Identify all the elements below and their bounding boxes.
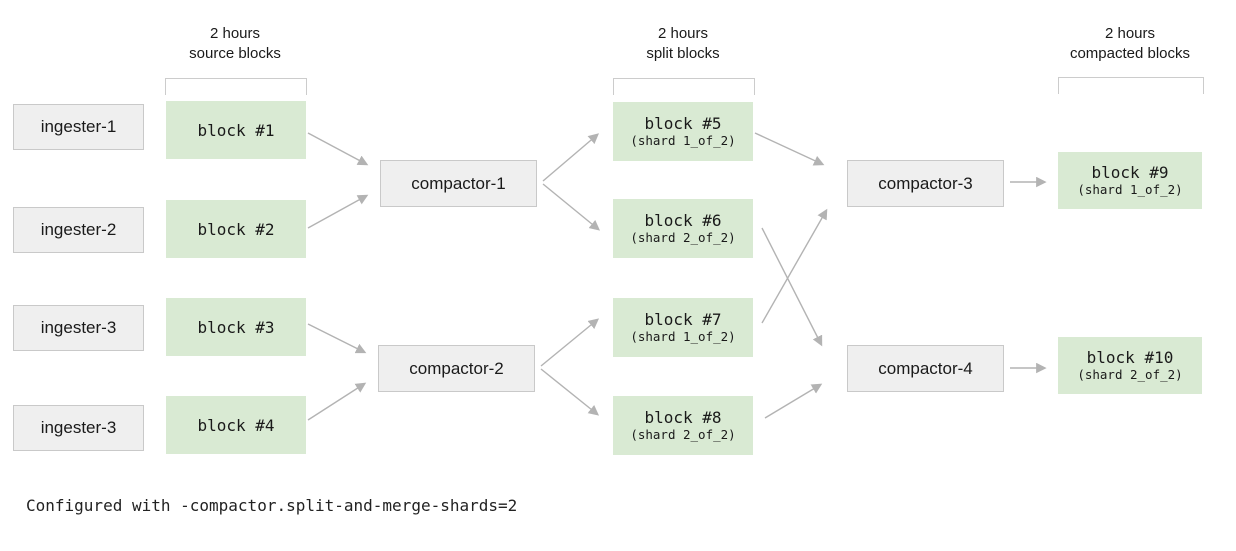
bracket-source-blocks: [165, 78, 307, 95]
ingester-node: ingester-3: [13, 405, 144, 451]
ingester-label: ingester-2: [40, 220, 117, 239]
header-line: 2 hours: [209, 25, 261, 42]
header-line: compacted blocks: [1069, 45, 1191, 62]
block-label: block #10: [1086, 348, 1174, 367]
split-block-node: block #6 (shard 2_of_2): [613, 199, 753, 258]
shard-label: (shard 2_of_2): [630, 427, 736, 442]
block-label: block #5: [644, 114, 722, 133]
split-block-node: block #7 (shard 1_of_2): [613, 298, 753, 357]
shard-label: (shard 1_of_2): [1077, 182, 1183, 197]
header-split-blocks: 2 hours split blocks: [603, 24, 763, 64]
compacted-block-node: block #10 (shard 2_of_2): [1058, 337, 1202, 394]
bracket-compacted-blocks: [1058, 77, 1204, 94]
arrow-block8-compactor4: [764, 383, 823, 419]
arrow-block1-compactor1: [307, 132, 369, 166]
compactor-label: compactor-1: [411, 173, 506, 193]
block-label: block #4: [197, 415, 275, 435]
compactor-label: compactor-2: [409, 358, 504, 378]
compactor-label: compactor-4: [878, 358, 973, 378]
compactor-node: compactor-3: [847, 160, 1004, 207]
block-label: block #6: [644, 211, 722, 230]
block-label: block #8: [644, 408, 722, 427]
split-block-node: block #8 (shard 2_of_2): [613, 396, 753, 455]
ingester-label: ingester-3: [40, 318, 117, 337]
arrow-block3-compactor2: [307, 323, 367, 354]
shard-label: (shard 2_of_2): [1077, 367, 1183, 382]
ingester-label: ingester-1: [40, 117, 117, 136]
arrow-compactor1-block6: [542, 183, 601, 231]
ingester-node: ingester-1: [13, 104, 144, 150]
arrow-compactor2-block8: [540, 368, 600, 416]
compacted-block-node: block #9 (shard 1_of_2): [1058, 152, 1202, 209]
config-caption: Configured with -compactor.split-and-mer…: [26, 496, 518, 515]
arrow-block7-compactor3: [761, 208, 828, 324]
bracket-split-blocks: [613, 78, 755, 95]
header-line: source blocks: [189, 45, 281, 62]
ingester-label: ingester-3: [40, 418, 117, 437]
source-block-node: block #2: [166, 200, 306, 258]
source-block-node: block #1: [166, 101, 306, 159]
header-compacted-blocks: 2 hours compacted blocks: [1028, 24, 1232, 64]
shard-label: (shard 1_of_2): [630, 133, 736, 148]
ingester-node: ingester-3: [13, 305, 144, 351]
compactor-node: compactor-4: [847, 345, 1004, 392]
block-label: block #7: [644, 310, 722, 329]
arrow-block5-compactor3: [754, 132, 825, 166]
compactor-label: compactor-3: [878, 173, 973, 193]
split-block-node: block #5 (shard 1_of_2): [613, 102, 753, 161]
header-source-blocks: 2 hours source blocks: [155, 24, 315, 64]
block-label: block #3: [197, 317, 275, 337]
shard-label: (shard 2_of_2): [630, 230, 736, 245]
arrow-block6-compactor4: [761, 227, 823, 347]
block-label: block #9: [1091, 163, 1169, 182]
arrow-compactor1-block5: [542, 133, 599, 182]
ingester-node: ingester-2: [13, 207, 144, 253]
header-line: 2 hours: [1104, 25, 1156, 42]
source-block-node: block #4: [166, 396, 306, 454]
block-label: block #1: [197, 120, 275, 140]
compactor-node: compactor-1: [380, 160, 537, 207]
compactor-node: compactor-2: [378, 345, 535, 392]
source-block-node: block #3: [166, 298, 306, 356]
block-label: block #2: [197, 219, 275, 239]
arrow-block4-compactor2: [307, 382, 367, 421]
arrow-block2-compactor1: [307, 194, 369, 229]
arrow-compactor2-block7: [540, 318, 600, 367]
header-line: 2 hours: [657, 25, 709, 42]
shard-label: (shard 1_of_2): [630, 329, 736, 344]
header-line: split blocks: [646, 45, 720, 62]
